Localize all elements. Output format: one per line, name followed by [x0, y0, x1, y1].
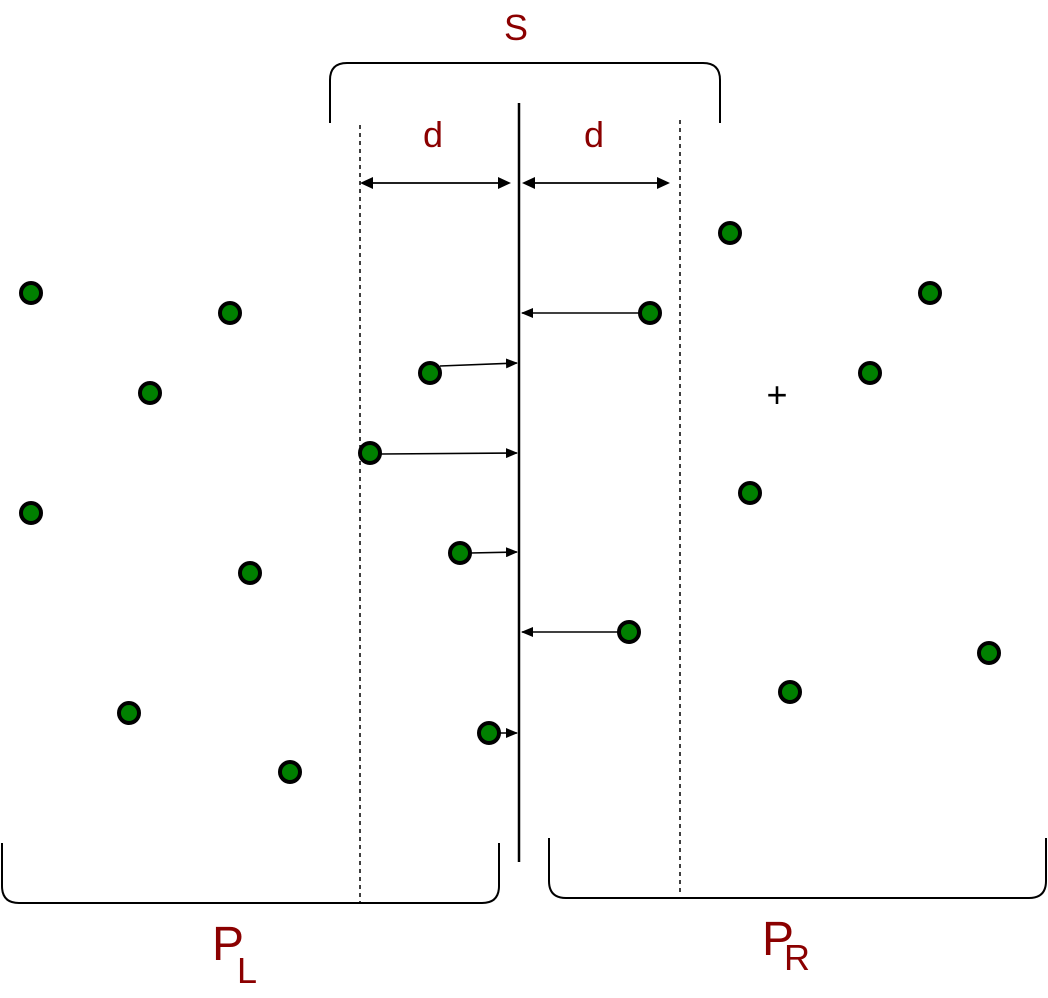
projection-arrow — [439, 358, 518, 369]
point — [358, 441, 382, 465]
point — [218, 301, 242, 325]
right-set-sub: R — [784, 937, 810, 978]
point — [19, 281, 43, 305]
point — [238, 561, 262, 585]
point — [477, 721, 501, 745]
strip-bracket — [329, 62, 721, 123]
right-set-main: P — [762, 913, 794, 966]
point — [19, 501, 43, 525]
right-distance-label: d — [584, 114, 604, 155]
point — [448, 541, 472, 565]
projection-arrow — [379, 448, 518, 459]
left-set-main: P — [212, 918, 244, 971]
strip-label: S — [504, 7, 528, 48]
point — [778, 680, 802, 704]
left-set-bracket — [1, 843, 500, 904]
points — [19, 221, 1001, 784]
right-distance-arrow — [522, 177, 670, 189]
left-set-sub: L — [237, 950, 257, 991]
point — [638, 301, 662, 325]
point — [278, 760, 302, 784]
point — [918, 281, 942, 305]
point — [718, 221, 742, 245]
point — [738, 481, 762, 505]
left-set-label: P L — [212, 918, 257, 991]
point — [858, 361, 882, 385]
point — [138, 381, 162, 405]
point — [977, 641, 1001, 665]
point — [117, 701, 141, 725]
projection-arrow — [469, 547, 518, 558]
point — [617, 620, 641, 644]
left-distance-arrow — [360, 177, 511, 189]
left-distance-label: d — [423, 114, 443, 155]
strip-projection-arrows — [379, 308, 640, 738]
plus-marker: + — [766, 374, 787, 415]
right-set-label: P R — [762, 913, 810, 978]
right-set-bracket — [548, 838, 1047, 899]
point — [418, 361, 442, 385]
